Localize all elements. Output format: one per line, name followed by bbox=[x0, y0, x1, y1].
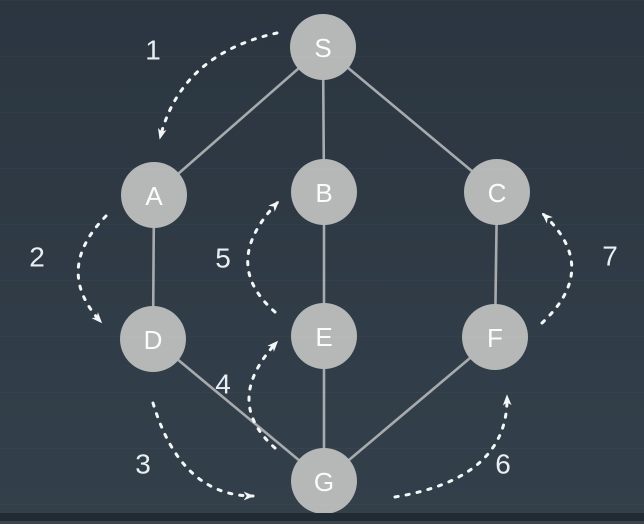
traversal-arrow-1 bbox=[158, 31, 279, 140]
edges-layer bbox=[151, 46, 499, 483]
node-g-label: G bbox=[314, 467, 334, 497]
node-g bbox=[291, 448, 357, 514]
node-f-label: F bbox=[487, 323, 503, 353]
nodes-layer: S A B C D E F G bbox=[120, 14, 530, 514]
traversal-arrow-6 bbox=[393, 394, 512, 499]
node-c bbox=[464, 159, 530, 225]
node-e bbox=[291, 303, 357, 369]
traversal-arrow-3 bbox=[151, 401, 255, 501]
node-a bbox=[121, 162, 187, 228]
edge-s-c bbox=[322, 46, 498, 193]
traversal-arrow-7 bbox=[540, 212, 574, 325]
bottom-light-band bbox=[0, 521, 644, 524]
traversal-arrows-layer bbox=[76, 31, 574, 501]
node-a-label: A bbox=[145, 181, 163, 211]
step-label-6: 6 bbox=[495, 449, 511, 480]
step-label-1: 1 bbox=[145, 35, 161, 66]
node-e-label: E bbox=[315, 322, 332, 352]
step-label-4: 4 bbox=[215, 369, 231, 400]
traversal-arrow-5 bbox=[246, 200, 280, 314]
step-label-5: 5 bbox=[215, 243, 231, 274]
node-d-label: D bbox=[144, 325, 163, 355]
edge-f-g bbox=[323, 336, 496, 482]
node-d bbox=[120, 306, 186, 372]
edge-d-g bbox=[152, 337, 325, 483]
node-s-label: S bbox=[314, 33, 331, 63]
bottom-dark-band bbox=[0, 513, 644, 521]
step-label-2: 2 bbox=[29, 242, 45, 273]
step-labels-layer: 1 2 3 4 5 6 7 bbox=[29, 35, 618, 480]
node-c-label: C bbox=[488, 178, 507, 208]
step-label-3: 3 bbox=[135, 449, 151, 480]
step-label-7: 7 bbox=[602, 241, 618, 272]
node-b bbox=[291, 159, 357, 225]
edge-s-a bbox=[153, 46, 324, 196]
traversal-arrow-2 bbox=[76, 214, 108, 324]
node-f bbox=[462, 304, 528, 370]
node-b-label: B bbox=[315, 178, 332, 208]
traversal-arrow-4 bbox=[247, 340, 279, 450]
node-s bbox=[290, 14, 356, 80]
